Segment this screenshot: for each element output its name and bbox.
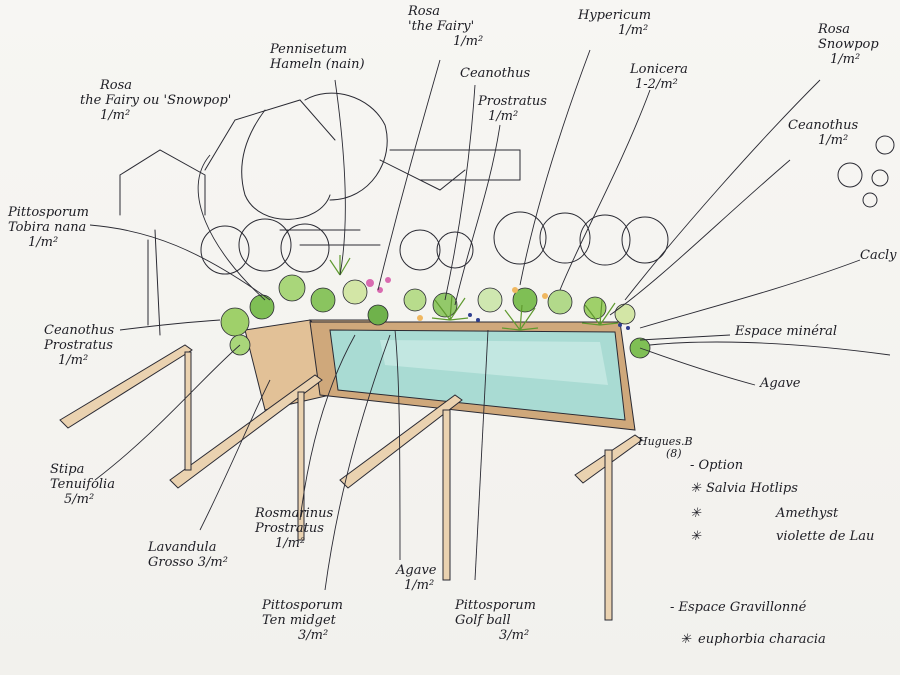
label-espace-mineral: Espace minéral [735, 324, 838, 339]
label-prostratus-top: Prostratus 1/m² [478, 94, 547, 124]
asterisk-bullet-icon: ✳ [690, 529, 701, 544]
label-rosa-fairy: Rosa 'the Fairy' 1/m² [408, 4, 484, 49]
label-ceanothus-top: Ceanothus [460, 66, 531, 81]
label-ceanothus-left: Ceanothus Prostratus 1/m² [44, 323, 115, 368]
label-rosa-fairy-snowpop: Rosa the Fairy ou 'Snowpop' 1/m² [80, 78, 232, 123]
label-pittosporum-midget: Pittosporum Ten midget 3/m² [262, 598, 343, 643]
designer-signature: Hugues.B (8) [638, 435, 693, 460]
label-espace-gravillonne: - Espace Gravillonné [670, 600, 807, 615]
asterisk-bullet-icon: ✳ [690, 506, 701, 521]
label-stipa: Stipa Tenuifolia 5/m² [50, 462, 115, 507]
label-lonicera: Lonicera 1-2/m² [630, 62, 688, 92]
label-lavandula: Lavandula Grosso 3/m² [148, 540, 228, 570]
option-list: - Option ✳Salvia Hotlips ✳Amethyst ✳viol… [690, 458, 874, 544]
label-ceanothus-right: Ceanothus 1/m² [788, 118, 859, 148]
label-pittosporum-golf: Pittosporum Golf ball 3/m² [455, 598, 536, 643]
label-cacly: Cacly [860, 248, 897, 263]
label-agave-right: Agave [760, 376, 801, 391]
label-euphorbia: ✳euphorbia characia [680, 632, 826, 647]
asterisk-bullet-icon: ✳ [680, 632, 691, 647]
label-pennisetum: Pennisetum Hameln (nain) [270, 42, 365, 72]
label-agave-bottom: Agave 1/m² [396, 563, 437, 593]
label-rosa-snowpop: Rosa Snowpop 1/m² [818, 22, 879, 67]
label-pittosporum-tobira: Pittosporum Tobira nana 1/m² [8, 205, 89, 250]
option-item: ✳violette de Lau [690, 529, 875, 544]
label-rosmarinus: Rosmarinus Prostratus 1/m² [255, 506, 334, 551]
option-item: ✳Salvia Hotlips [690, 481, 798, 496]
asterisk-bullet-icon: ✳ [690, 481, 701, 496]
label-hypericum: Hypericum 1/m² [578, 8, 652, 38]
option-item: ✳Amethyst [690, 506, 839, 521]
option-title: - Option [690, 458, 744, 473]
